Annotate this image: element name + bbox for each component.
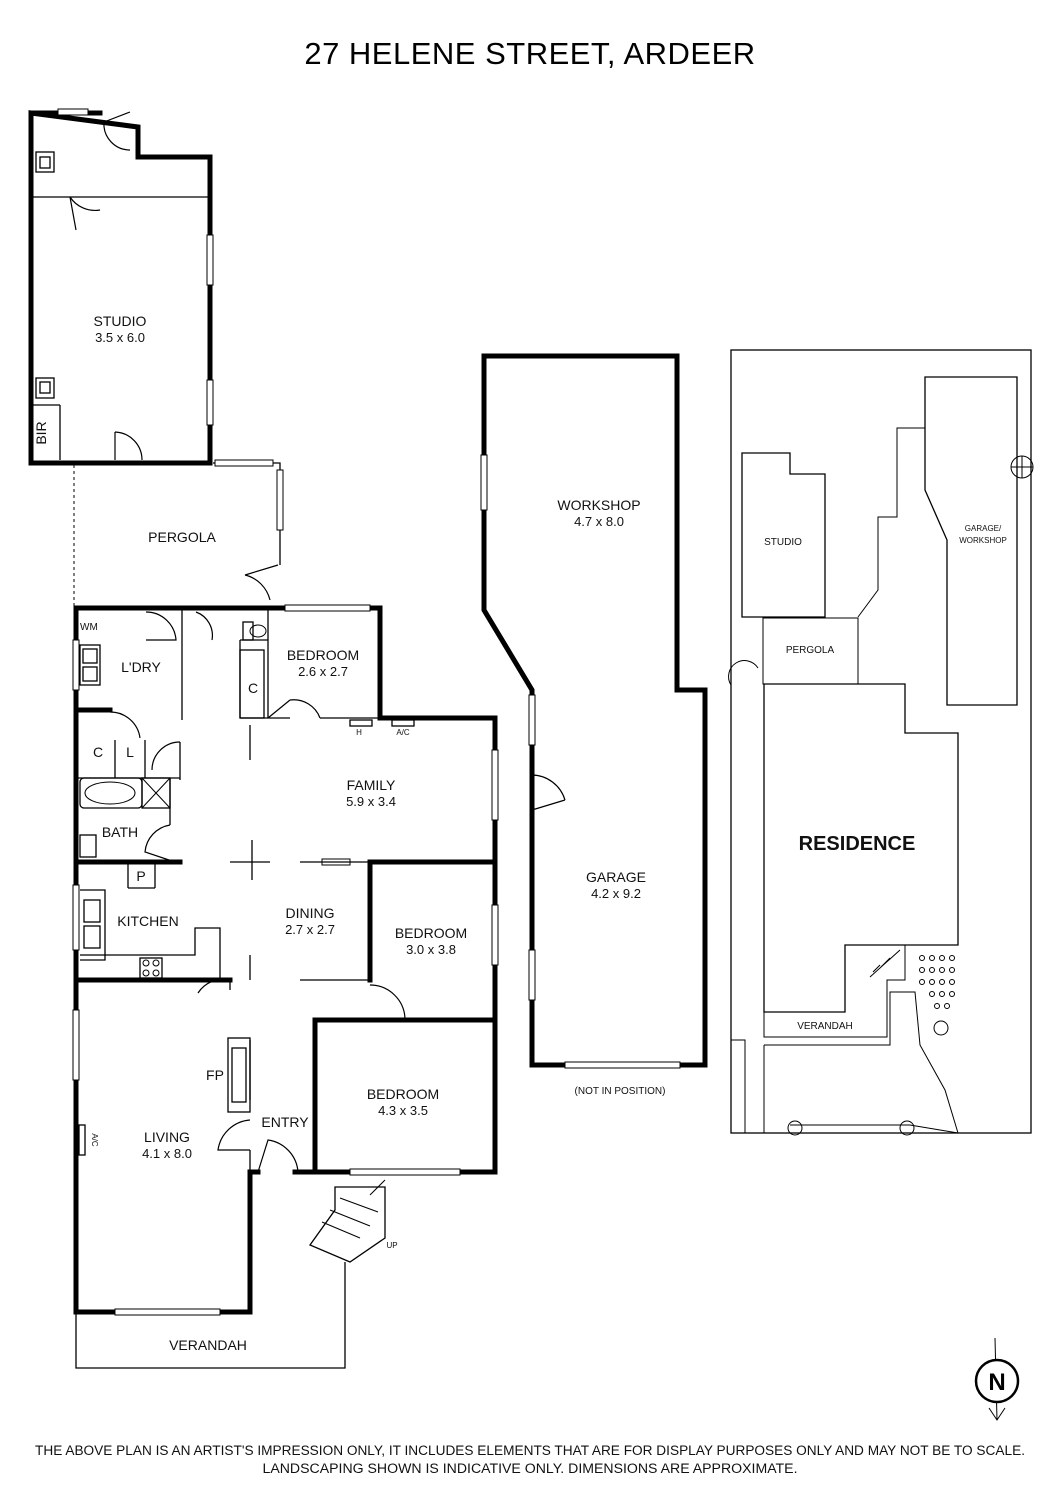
- kitchen-label: KITCHEN: [117, 913, 178, 929]
- front-steps: [309, 1179, 386, 1263]
- workshop-dim: 4.7 x 8.0: [574, 514, 624, 529]
- pantry-label: P: [136, 868, 145, 884]
- site-garage-label-1: GARAGE/: [965, 524, 1002, 533]
- verandah-outline: [75, 1262, 346, 1369]
- up-label: UP: [386, 1241, 397, 1250]
- plan-title: 27 HELENE STREET, ARDEER: [304, 36, 755, 71]
- ac-family-label: A/C: [396, 728, 410, 737]
- bedroom2-label: BEDROOM: [395, 925, 467, 941]
- not-in-position-label: (NOT IN POSITION): [575, 1086, 666, 1097]
- living-dim: 4.1 x 8.0: [142, 1146, 192, 1161]
- bath-label: BATH: [102, 824, 138, 840]
- garage-label: GARAGE: [586, 869, 646, 885]
- bedroom1-label: BEDROOM: [287, 647, 359, 663]
- verandah-label: VERANDAH: [169, 1337, 247, 1353]
- garage-workshop-building: [480, 353, 708, 1069]
- dining-dim: 2.7 x 2.7: [285, 922, 335, 937]
- ac-living-label: A/C: [90, 1133, 99, 1147]
- pergola-label: PERGOLA: [148, 529, 216, 545]
- site-plan: [728, 349, 1034, 1136]
- site-garage-label-2: WORKSHOP: [959, 536, 1007, 545]
- site-verandah-label: VERANDAH: [797, 1021, 853, 1032]
- linen-l-label: L: [126, 744, 134, 760]
- site-studio-label: STUDIO: [764, 537, 802, 548]
- family-label: FAMILY: [347, 777, 396, 793]
- site-residence-label: RESIDENCE: [799, 833, 916, 855]
- bedroom2-dim: 3.0 x 3.8: [406, 942, 456, 957]
- residence-walls: [72, 604, 499, 1316]
- residence-internal: [76, 608, 415, 1173]
- wm-label: WM: [80, 622, 98, 633]
- family-dim: 5.9 x 3.4: [346, 794, 396, 809]
- north-arrow-icon: [974, 1337, 1020, 1421]
- bedroom3-dim: 4.3 x 3.5: [378, 1103, 428, 1118]
- studio-building: [28, 108, 214, 466]
- disclaimer-line-2: LANDSCAPING SHOWN IS INDICATIVE ONLY. DI…: [263, 1461, 798, 1476]
- linen-c-label: C: [93, 744, 103, 760]
- fireplace-label: FP: [206, 1067, 224, 1083]
- studio-dim: 3.5 x 6.0: [95, 330, 145, 345]
- living-label: LIVING: [144, 1129, 190, 1145]
- entry-label: ENTRY: [261, 1114, 309, 1130]
- laundry-label: L'DRY: [121, 659, 161, 675]
- workshop-label: WORKSHOP: [557, 497, 640, 513]
- bedroom1-dim: 2.6 x 2.7: [298, 664, 348, 679]
- pergola-area: [73, 459, 284, 608]
- garage-dim: 4.2 x 9.2: [591, 886, 641, 901]
- heater-label: H: [356, 728, 362, 737]
- north-label: N: [988, 1369, 1005, 1396]
- bedroom3-label: BEDROOM: [367, 1086, 439, 1102]
- studio-label: STUDIO: [94, 313, 147, 329]
- bir-label: BIR: [33, 421, 49, 444]
- dining-label: DINING: [286, 905, 335, 921]
- disclaimer-line-1: THE ABOVE PLAN IS AN ARTIST'S IMPRESSION…: [35, 1443, 1025, 1458]
- robe-label: C: [248, 680, 258, 696]
- site-pergola-label: PERGOLA: [786, 645, 835, 656]
